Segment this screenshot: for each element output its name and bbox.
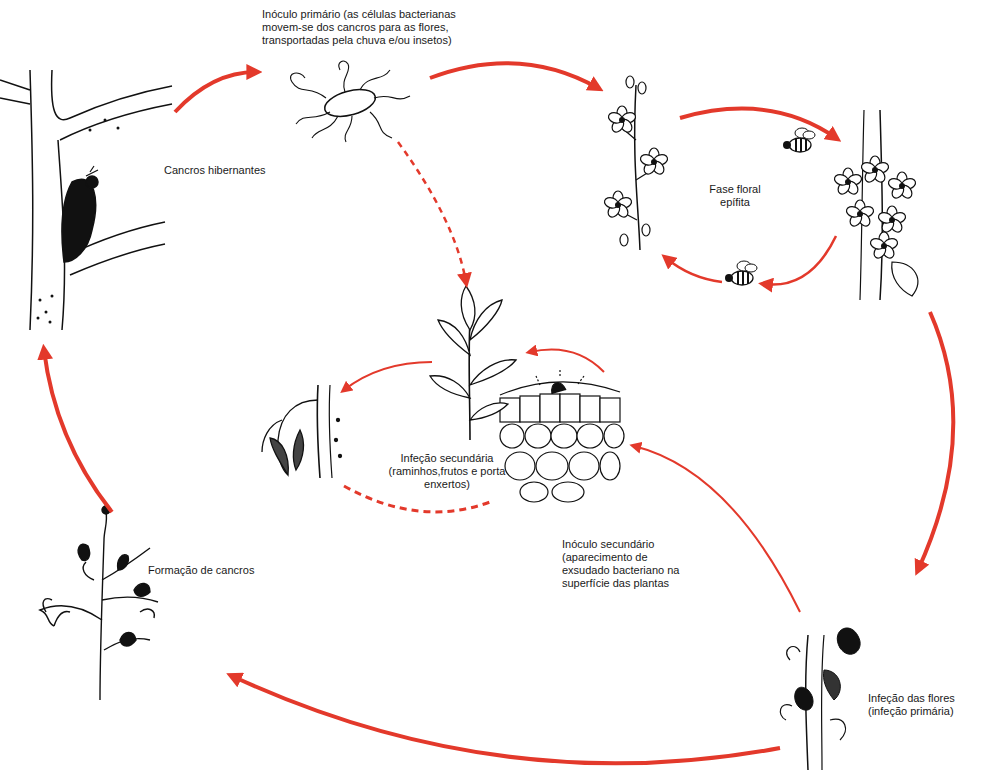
infected-flowers-figure: [780, 628, 860, 770]
cycle-arrows: [44, 63, 953, 763]
stage-caption: Infeção das flores (infeção primária): [868, 692, 986, 718]
bee-figure: [725, 261, 757, 285]
caption-text: Inóculo secundário (aparecimento de exsu…: [562, 538, 680, 590]
blighted-shoot-figure: [40, 506, 158, 700]
bee-figure: [783, 128, 815, 152]
stage-caption: Inóculo secundário (aparecimento de exsu…: [562, 538, 680, 590]
tree-trunk-figure: [0, 70, 172, 330]
stage-caption: Infeção secundária (raminhos,frutos e po…: [382, 452, 512, 491]
tissue-section-figure: [500, 368, 624, 502]
caption-text: Infeção secundária (raminhos,frutos e po…: [382, 452, 512, 491]
flowering-branch-figure: [833, 0, 918, 300]
caption-text: Inóculo primário (as células bacterianas…: [262, 8, 498, 47]
stage-caption: Fase floral epífita: [696, 183, 774, 209]
caption-text: Formação de cancros: [148, 564, 254, 577]
bacterium-figure: [291, 61, 410, 142]
canker-dots: [37, 119, 120, 324]
wilted-shoot-figure: [262, 385, 342, 478]
caption-text: Cancros hibernantes: [164, 164, 266, 177]
caption-text: Fase floral epífita: [696, 183, 774, 209]
caption-text: Infeção das flores (infeção primária): [868, 692, 986, 718]
stage-caption: Inóculo primário (as células bacterianas…: [262, 8, 498, 47]
flowering-branch-figure: [603, 76, 669, 250]
shoot-figure: [430, 286, 516, 440]
stage-caption: Formação de cancros: [148, 564, 288, 577]
stage-caption: Cancros hibernantes: [164, 164, 304, 177]
